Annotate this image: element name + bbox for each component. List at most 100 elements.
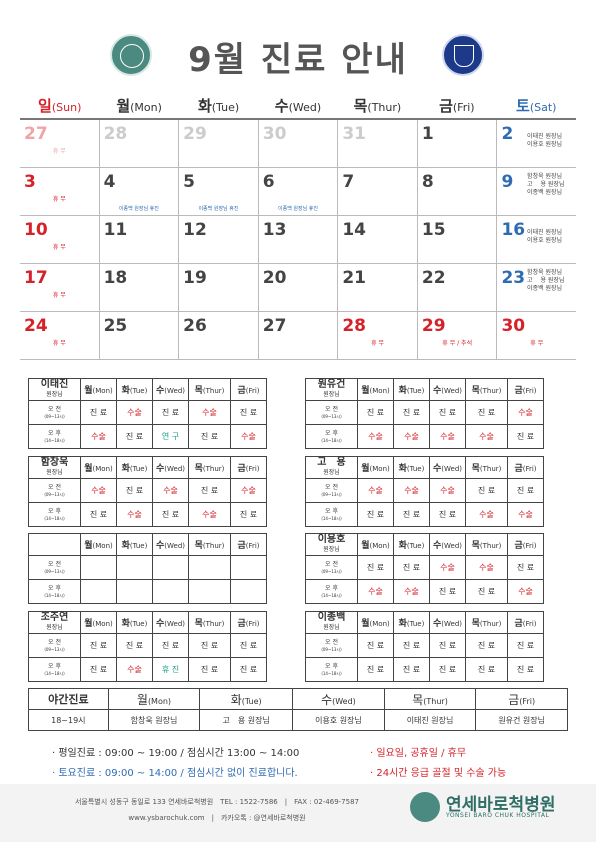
calendar-day: 8 [418, 168, 498, 215]
doctor-title: 원장님 [323, 468, 340, 476]
schedule-cell: 진 료 [465, 633, 508, 658]
saturday-doctor: 고 용 원장님 [527, 181, 565, 188]
schedule-day-en: (Thur) [479, 542, 502, 550]
schedule-cell [116, 555, 153, 580]
schedule-day-header: 수(Wed) [429, 533, 466, 556]
schedule-cell: 진 료 [507, 424, 544, 449]
period-label: 오 전(09~13시) [305, 555, 358, 580]
schedule-day-en: (Tue) [129, 620, 148, 628]
schedule-day-header: 금(Fri) [230, 611, 267, 634]
schedule-day-en: (Tue) [406, 387, 425, 395]
schedule-cell: 수술 [116, 400, 153, 425]
schedule-cell: 진 료 [152, 400, 189, 425]
weekday-en: (Sun) [51, 101, 82, 114]
schedule-cell: 수술 [152, 478, 189, 503]
schedule-cell: 진 료 [393, 555, 430, 580]
schedule-cell: 진 료 [230, 633, 267, 658]
schedule-day-header: 금(Fri) [230, 456, 267, 479]
schedule-day-en: (Thur) [202, 465, 225, 473]
schedule-day-en: (Mon) [369, 542, 390, 550]
schedule-cell: 진 료 [188, 633, 231, 658]
period-label: 오 후(14~18시) [28, 424, 81, 449]
calendar-day: 25 [100, 312, 180, 359]
saturday-doctor: 이종백 원장님 [527, 189, 563, 196]
schedule-cell: 진 료 [357, 400, 394, 425]
weekday-ko: 토 [516, 97, 530, 115]
schedule-cell: 진 료 [429, 633, 466, 658]
schedule-day-en: (Thur) [202, 542, 225, 550]
schedule-day-header: 금(Fri) [230, 533, 267, 556]
saturday-doctor [527, 125, 573, 133]
hospital-seal-icon [110, 34, 152, 76]
schedule-day-header: 금(Fri) [507, 378, 544, 401]
saturday-doctor: 이종백 원장님 [527, 285, 563, 292]
footer: 서울특별시 성동구 동일로 133 연세바로척병원 TEL : 1522-758… [0, 784, 596, 842]
schedule-day-header: 화(Tue) [393, 378, 430, 401]
schedule-cell: 진 료 [465, 400, 508, 425]
calendar-day: 29 [179, 120, 259, 167]
header: 9월 진료 안내 [0, 0, 596, 92]
day-number: 9 [501, 172, 514, 192]
schedule-day-header: 수(Wed) [152, 378, 189, 401]
period-time: (14~18시) [44, 670, 65, 676]
doctor-title: 원장님 [323, 623, 340, 631]
saturday-doctor: 이태진 원장님 [527, 229, 563, 236]
schedule-cell: 진 료 [429, 502, 466, 527]
hours-info: · 평일진료 : 09:00 ~ 19:00 / 점심시간 13:00 ~ 14… [52, 744, 299, 784]
period-label: 오 후(14~18시) [305, 579, 358, 604]
calendar-day: 7 [338, 168, 418, 215]
period-time: (14~18시) [321, 592, 342, 598]
schedule-cell: 수술 [116, 657, 153, 682]
schedule-cell: 수술 [507, 502, 544, 527]
night-doctor: 원유건 원장님 [475, 709, 568, 731]
period-label: 오 전(09~13시) [28, 555, 81, 580]
period-time: (14~18시) [321, 437, 342, 443]
day-number: 5 [183, 172, 195, 192]
night-day-header: 화(Tue) [199, 688, 294, 710]
doctor-title: 원장님 [323, 390, 340, 398]
day-number: 28 [103, 124, 128, 144]
night-day-header: 목(Thur) [383, 688, 477, 710]
period-time: (09~13시) [321, 413, 342, 419]
day-note: 휴 무 [52, 340, 66, 347]
schedule-cell [188, 555, 231, 580]
day-number: 8 [421, 172, 434, 192]
schedule-day-header: 목(Thur) [188, 378, 231, 401]
schedule-day-en: (Fri) [245, 542, 260, 550]
schedule-day-en: (Mon) [92, 542, 113, 550]
period-label: 오 전(09~13시) [28, 478, 81, 503]
hospital-logo-icon [410, 792, 440, 822]
calendar-day: 20 [259, 264, 339, 311]
schedule-cell: 수술 [429, 424, 466, 449]
day-number: 17 [24, 268, 48, 288]
schedule-day-header: 목(Thur) [188, 533, 231, 556]
schedule-day-header: 월(Mon) [80, 378, 117, 401]
hospital-name-en: YONSEI BARO CHUK HOSPITAL [446, 812, 550, 819]
schedule-cell: 수술 [230, 478, 267, 503]
schedule-day-en: (Fri) [522, 542, 537, 550]
calendar-day: 21 [338, 264, 418, 311]
schedule-cell [80, 579, 117, 604]
schedule-day-header: 월(Mon) [80, 611, 117, 634]
day-number: 13 [262, 220, 287, 240]
schedule-cell: 진 료 [357, 555, 394, 580]
schedule-cell: 수술 [188, 502, 231, 527]
calendar-header: 일(Sun)월(Mon)화(Tue)수(Wed)목(Thur)금(Fri)토(S… [20, 92, 576, 120]
schedule-cell: 진 료 [429, 657, 466, 682]
saturday-doctor: 이용호 원장님 [527, 237, 563, 244]
day-number: 25 [103, 316, 128, 336]
schedule-cell: 진 료 [116, 424, 153, 449]
schedule-cell: 수술 [230, 424, 267, 449]
day-number: 16 [501, 220, 526, 240]
weekday-en: (Thur) [367, 101, 402, 114]
schedule-cell: 진 료 [230, 502, 267, 527]
schedule-day-header: 화(Tue) [393, 533, 430, 556]
